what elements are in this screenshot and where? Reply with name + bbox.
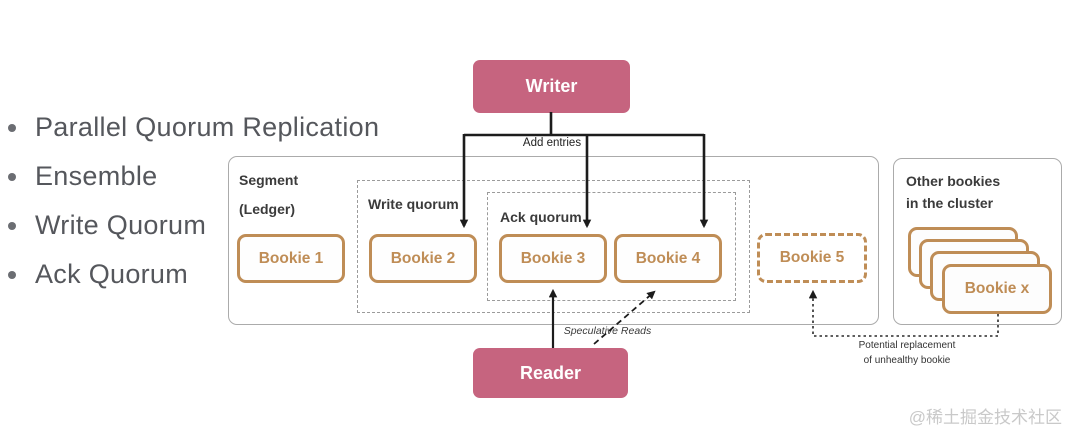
write-quorum-label: Write quorum — [368, 196, 459, 212]
bookie-5-node: Bookie 5 — [757, 233, 867, 283]
other-bookies-title-line2: in the cluster — [906, 194, 994, 211]
segment-title: Segment — [239, 172, 299, 188]
bookie-x-node: Bookie x — [942, 264, 1052, 314]
bookie-3-node: Bookie 3 — [499, 234, 607, 283]
bullet-label: Write Quorum — [35, 210, 207, 240]
bullet-label: Ensemble — [35, 161, 158, 191]
bullet-dot-icon — [8, 172, 16, 181]
watermark: @稀土掘金技术社区 — [908, 408, 1062, 427]
replacement-caption-line1: Potential replacement — [858, 340, 956, 351]
bookie-2-node: Bookie 2 — [369, 234, 477, 283]
bullet-ack-quorum: Ack Quorum — [8, 259, 188, 290]
bullet-dot-icon — [8, 221, 16, 230]
bookie-4-node: Bookie 4 — [614, 234, 722, 283]
bullet-label: Parallel Quorum Replication — [35, 112, 380, 142]
speculative-reads-label: Speculative Reads — [563, 325, 652, 337]
writer-node: Writer — [473, 60, 630, 113]
reader-node: Reader — [473, 348, 628, 398]
bullet-write-quorum: Write Quorum — [8, 210, 206, 241]
other-bookies-title-line1: Other bookies — [906, 173, 1001, 189]
replacement-caption-line2: of unhealthy bookie — [863, 354, 951, 366]
bullet-dot-icon — [8, 123, 16, 132]
bullet-ensemble: Ensemble — [8, 161, 157, 192]
bookie-1-node: Bookie 1 — [237, 234, 345, 283]
segment-subtitle: (Ledger) — [239, 201, 295, 217]
bullet-parallel-quorum-replication: Parallel Quorum Replication — [8, 112, 379, 143]
bullet-label: Ack Quorum — [35, 259, 189, 289]
ack-quorum-label: Ack quorum — [500, 209, 582, 225]
replacement-caption: Potential replacement of unhealthy booki… — [843, 339, 971, 368]
bullet-dot-icon — [8, 270, 16, 279]
add-entries-label: Add entries — [522, 137, 582, 149]
